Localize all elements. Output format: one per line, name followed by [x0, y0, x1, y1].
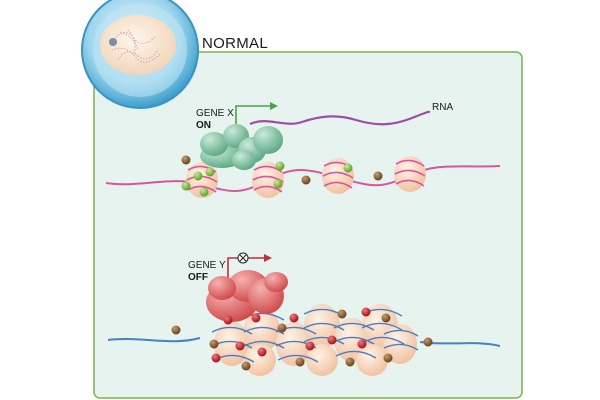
gene-x-state: ON: [196, 120, 211, 131]
rna-strand: [249, 110, 431, 126]
activator-complex: [200, 124, 283, 170]
nucleosome: [252, 162, 284, 198]
diagram-panel: [93, 51, 523, 399]
gene-y-label: GENE Y: [188, 260, 226, 271]
dna-methyl-mark: [171, 309, 433, 371]
silenced-gene-region: GENE Y OFF: [107, 252, 501, 376]
cell-nucleus-icon: [81, 0, 199, 109]
nucleosome: [394, 156, 426, 192]
gene-y-state: OFF: [188, 272, 208, 283]
histone-methyl-mark: [211, 307, 371, 363]
dna-methyl-mark: [181, 155, 383, 185]
transcription-arrow-icon: [235, 102, 278, 124]
rna-label: RNA: [432, 102, 453, 113]
gene-x-label: GENE X: [196, 108, 234, 119]
active-gene-region: GENE X ON RNA: [105, 102, 501, 198]
blocked-arrow-icon: [227, 252, 272, 278]
repressor-complex: [206, 270, 288, 322]
nucleosome: [322, 158, 354, 194]
title: NORMAL: [202, 35, 268, 52]
acetyl-mark: [181, 161, 353, 197]
